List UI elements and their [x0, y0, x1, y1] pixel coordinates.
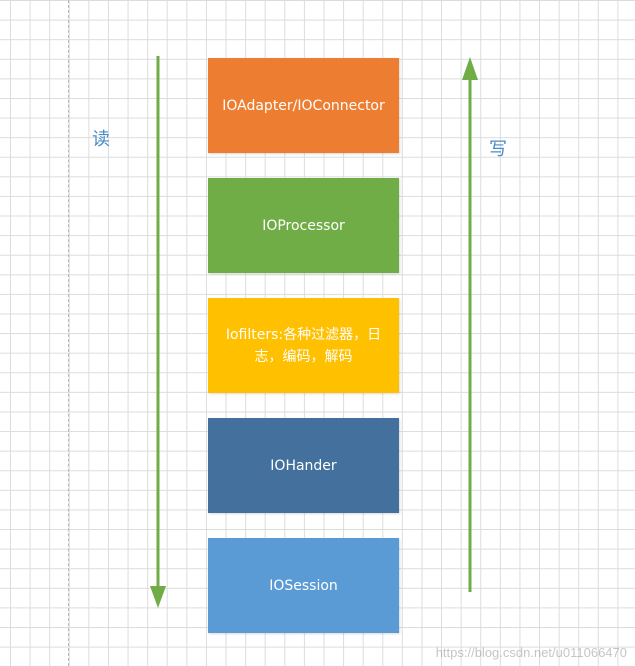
block-ioprocessor-label: IOProcessor	[262, 217, 345, 234]
block-iosession-label: IOSession	[269, 577, 338, 594]
write-arrow	[462, 57, 478, 592]
dashed-divider	[68, 0, 69, 666]
read-label: 读	[92, 129, 110, 150]
block-iohander: IOHander	[208, 418, 399, 513]
write-label: 写	[489, 139, 507, 160]
block-ioadapter-label: IOAdapter/IOConnector	[222, 97, 385, 114]
watermark: https://blog.csdn.net/u011066470	[435, 645, 627, 660]
block-ioadapter: IOAdapter/IOConnector	[208, 58, 399, 153]
read-arrow	[150, 56, 166, 608]
block-iosession: IOSession	[208, 538, 399, 633]
block-iofilters: Iofilters:各种过滤器，日志，编码，解码	[208, 298, 399, 393]
block-iohander-label: IOHander	[270, 457, 337, 474]
block-ioprocessor: IOProcessor	[208, 178, 399, 273]
block-iofilters-label: Iofilters:各种过滤器，日志，编码，解码	[225, 326, 382, 365]
